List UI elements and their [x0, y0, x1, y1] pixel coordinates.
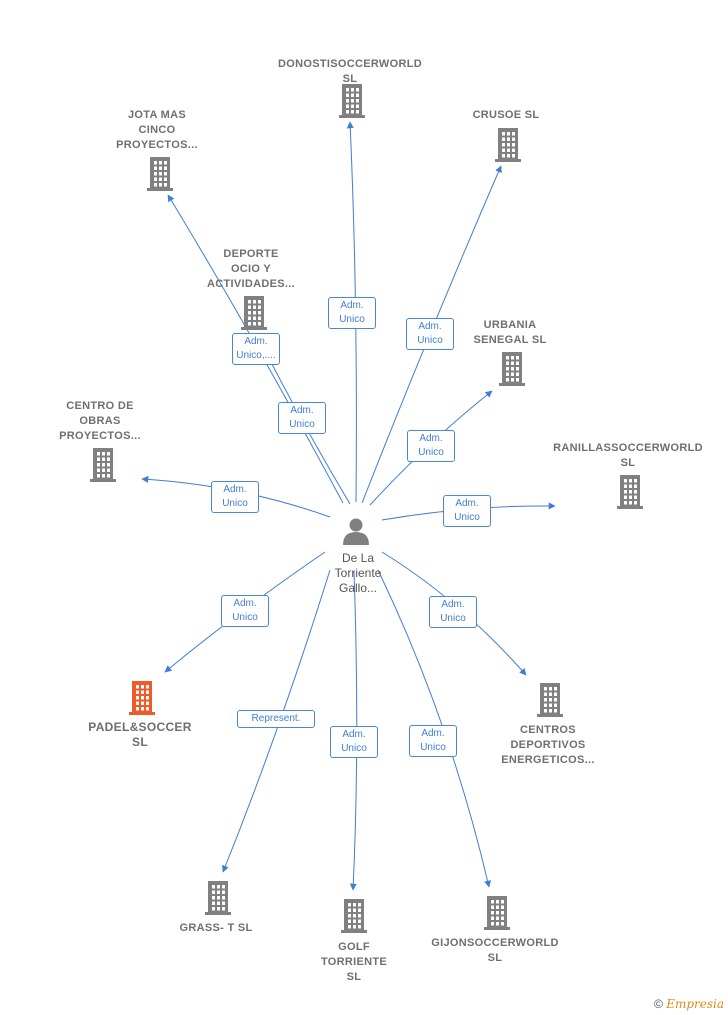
edge-label-golf[interactable]: Adm. Unico: [330, 726, 378, 758]
node-label-centros[interactable]: CENTROS DEPORTIVOS ENERGETICOS...: [501, 724, 595, 766]
node-label-golf[interactable]: GOLF TORRIENTE SL: [320, 941, 388, 983]
building-icon-ranillas[interactable]: [617, 475, 643, 509]
edge-gijon: [377, 569, 491, 888]
node-label-donosti[interactable]: DONOSTISOCCERWORLD SL: [278, 58, 422, 85]
building-icon-deporte[interactable]: [241, 296, 267, 330]
node-label-jota[interactable]: JOTA MAS CINCO PROYECTOS...: [116, 109, 198, 151]
building-icon-jota[interactable]: [147, 157, 173, 191]
edge-label-deporte[interactable]: Adm. Unico: [278, 402, 326, 434]
building-icon-centros[interactable]: [537, 683, 563, 717]
node-label-urbania[interactable]: URBANIA SENEGAL SL: [473, 319, 547, 346]
node-label-padel[interactable]: PADEL&SOCCER SL: [88, 720, 192, 749]
copyright-icon: ©: [654, 997, 663, 1011]
building-icon-grass[interactable]: [205, 881, 231, 915]
building-icon-donosti[interactable]: [339, 84, 365, 118]
building-icon-gijon[interactable]: [484, 896, 510, 930]
center-person-label[interactable]: De La Torriente Gallo...: [334, 551, 382, 595]
building-icon-padel[interactable]: [129, 681, 155, 715]
node-label-crusoe[interactable]: CRUSOE SL: [472, 109, 540, 121]
edge-label-padel[interactable]: Adm. Unico: [221, 595, 269, 627]
edge-label-donosti[interactable]: Adm. Unico: [328, 297, 376, 329]
edge-label-urbania[interactable]: Adm. Unico: [407, 430, 455, 462]
node-label-grass[interactable]: GRASS- T SL: [179, 922, 253, 934]
node-label-ranillas[interactable]: RANILLASSOCCERWORLD SL: [553, 442, 703, 469]
brand-logo: Empresia: [666, 997, 724, 1011]
edge-label-centroobras[interactable]: Adm. Unico: [211, 481, 259, 513]
building-icon-golf[interactable]: [341, 899, 367, 933]
building-icon-centroobras[interactable]: [90, 448, 116, 482]
footer-brand: © Empresia: [654, 997, 724, 1011]
node-label-gijon[interactable]: GIJONSOCCERWORLD SL: [431, 937, 559, 964]
building-icon-urbania[interactable]: [499, 352, 525, 386]
building-icon-crusoe[interactable]: [495, 128, 521, 162]
edge-label-ranillas[interactable]: Adm. Unico: [443, 495, 491, 527]
person-icon[interactable]: [343, 518, 369, 546]
node-label-deporte[interactable]: DEPORTE OCIO Y ACTIVIDADES...: [207, 248, 295, 290]
node-label-centroobras[interactable]: CENTRO DE OBRAS PROYECTOS...: [59, 400, 141, 442]
edge-label-jota[interactable]: Adm. Unico,....: [232, 333, 280, 365]
edge-label-gijon[interactable]: Adm. Unico: [409, 725, 457, 757]
edge-label-grass[interactable]: Represent.: [237, 710, 315, 728]
edge-label-crusoe[interactable]: Adm. Unico: [406, 318, 454, 350]
edge-label-centros[interactable]: Adm. Unico: [429, 596, 477, 628]
